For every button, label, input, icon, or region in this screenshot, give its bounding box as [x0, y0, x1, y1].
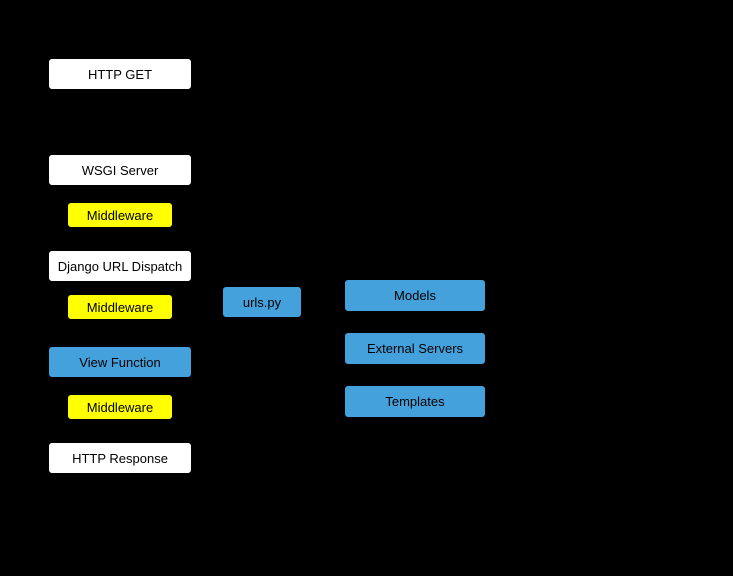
node-middleware-3: Middleware	[67, 394, 173, 420]
node-wsgi-server: WSGI Server	[48, 154, 192, 186]
node-external-servers: External Servers	[344, 332, 486, 365]
node-django-url-dispatch: Django URL Dispatch	[48, 250, 192, 282]
node-external-servers-label: External Servers	[366, 341, 464, 356]
node-models: Models	[344, 279, 486, 312]
node-middleware-2: Middleware	[67, 294, 173, 320]
node-http-response-label: HTTP Response	[72, 450, 168, 466]
node-view-function: View Function	[48, 346, 192, 378]
node-http-get: HTTP GET	[48, 58, 192, 90]
node-models-label: Models	[394, 288, 436, 303]
node-middleware-1-label: Middleware	[86, 207, 154, 223]
node-urls-py: urls.py	[222, 286, 302, 318]
node-urls-py-label: urls.py	[242, 294, 282, 310]
node-middleware-2-label: Middleware	[86, 299, 154, 315]
node-middleware-3-label: Middleware	[86, 399, 154, 415]
node-http-response: HTTP Response	[48, 442, 192, 474]
node-middleware-1: Middleware	[67, 202, 173, 228]
node-view-function-label: View Function	[79, 354, 161, 370]
node-templates: Templates	[344, 385, 486, 418]
node-templates-label: Templates	[385, 394, 445, 409]
node-http-get-label: HTTP GET	[87, 66, 153, 82]
node-django-url-dispatch-label: Django URL Dispatch	[57, 258, 183, 274]
node-wsgi-server-label: WSGI Server	[81, 162, 159, 178]
